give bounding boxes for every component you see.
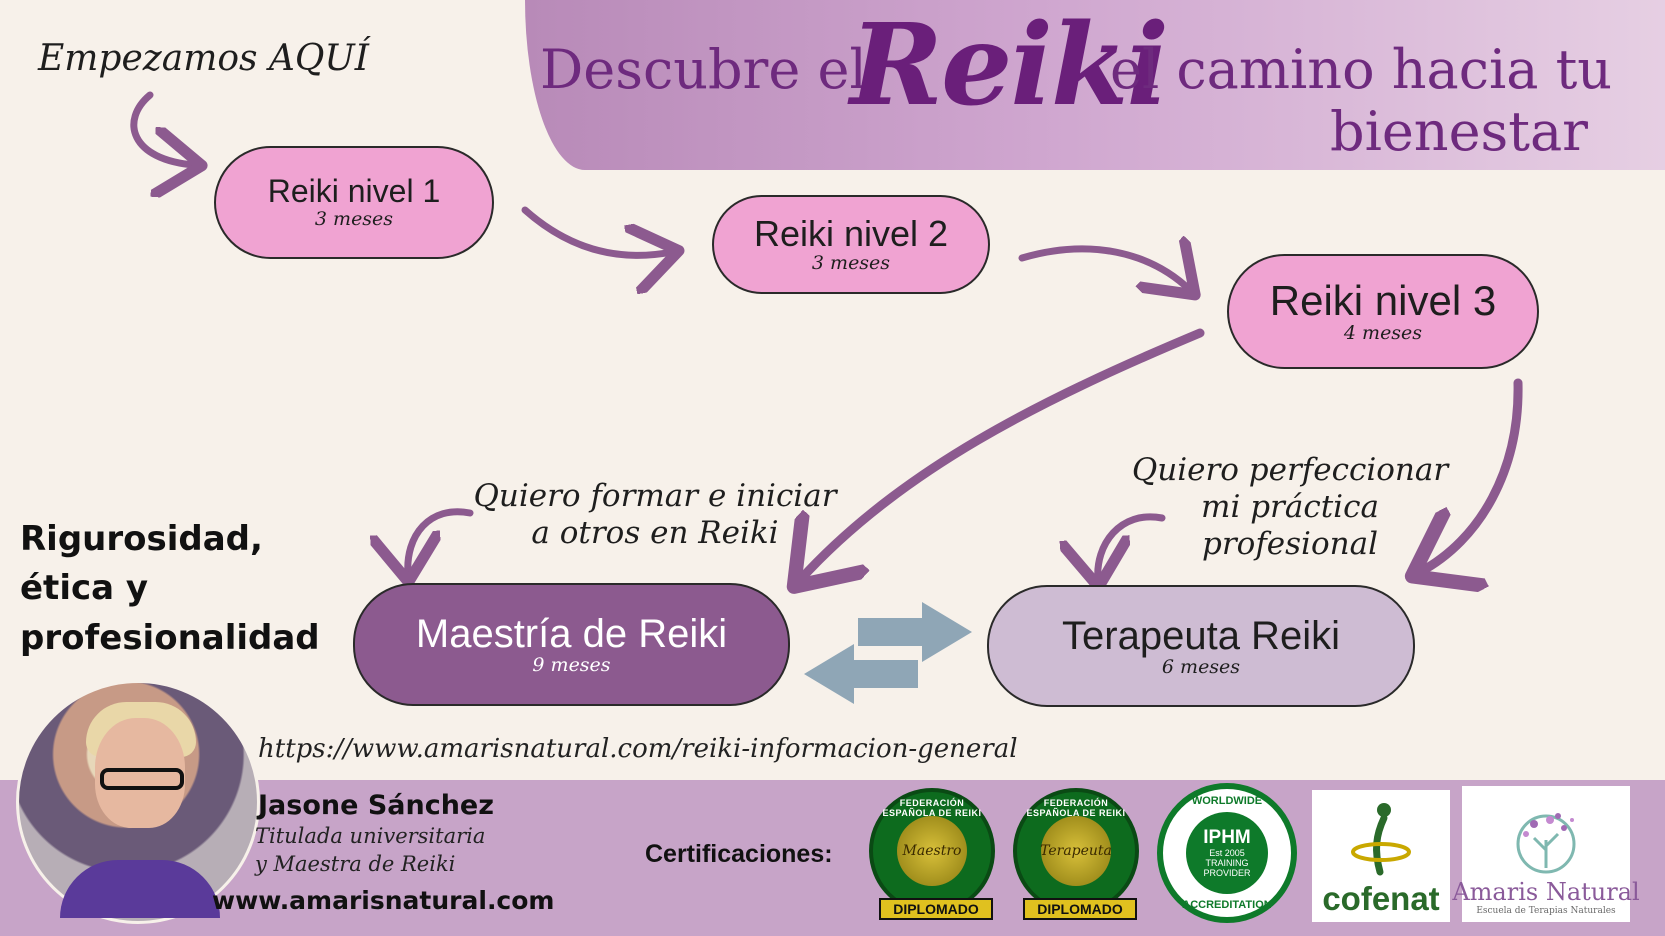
badge-ring-text: FEDERACIÓN ESPAÑOLA DE REIKI <box>882 798 982 818</box>
author-role-line: Titulada universitaria <box>255 824 486 848</box>
badge-center: Terapeuta <box>1040 816 1112 886</box>
note-line: a otros en Reiki <box>531 515 779 552</box>
badge-ribbon: DIPLOMADO <box>879 898 993 920</box>
amaris-tagline: Escuela de Terapias Naturales <box>1476 906 1616 916</box>
amaris-natural-logo: Amaris Natural Escuela de Terapias Natur… <box>1452 786 1640 922</box>
iphm-name: IPHM <box>1203 827 1251 849</box>
badge-center: Maestro <box>897 816 967 886</box>
note-therapist: Quiero perfeccionar mi práctica profesio… <box>1130 452 1450 564</box>
website-link[interactable]: www.amarisnatural.com <box>212 886 555 915</box>
step-duration: 6 meses <box>1161 655 1241 678</box>
iphm-accreditation-badge: WORLDWIDE IPHM Est 2005 TRAINING PROVIDE… <box>1157 783 1297 923</box>
title-highlight: Reiki <box>850 0 1169 131</box>
values-line: profesionalidad <box>20 617 320 658</box>
step-duration: 3 meses <box>314 207 394 230</box>
cofenat-figure-icon <box>1351 803 1411 876</box>
step-label: Terapeuta Reiki <box>1062 613 1340 658</box>
note-line: Quiero formar e iniciar <box>473 478 837 514</box>
author-role: Titulada universitaria y Maestra de Reik… <box>255 822 485 879</box>
fer-maestro-badge: FEDERACIÓN ESPAÑOLA DE REIKI Maestro DIP… <box>869 788 995 920</box>
author-role-line: y Maestra de Reiki <box>255 852 456 877</box>
iphm-line2: PROVIDER <box>1203 867 1251 878</box>
author-shirt <box>60 860 220 918</box>
arrow-level3-to-therapist <box>1420 378 1523 572</box>
arrow-level2-to-level3 <box>1018 249 1190 290</box>
note-line: mi práctica <box>1201 489 1379 526</box>
tree-icon <box>1516 813 1576 874</box>
author-face <box>95 718 185 828</box>
step-duration: 9 meses <box>532 654 611 677</box>
author-name: Jasone Sánchez <box>258 790 494 821</box>
amaris-name: Amaris Natural <box>1452 878 1640 906</box>
iphm-est: Est 2005 <box>1209 848 1245 859</box>
step-label: Reiki nivel 3 <box>1269 277 1497 324</box>
step-duration: 3 meses <box>811 251 891 274</box>
note-line: Quiero perfeccionar <box>1131 452 1449 488</box>
iphm-bottom-text: ACCREDITATION <box>1182 899 1272 911</box>
arrow-level1-to-level2 <box>521 206 672 255</box>
cofenat-word: cofenat <box>1322 880 1440 917</box>
step-reiki-level-1: Reiki nivel 1 3 meses <box>214 146 494 259</box>
exchange-arrows <box>804 602 972 704</box>
badge-ring-text: FEDERACIÓN ESPAÑOLA DE REIKI <box>1026 798 1126 818</box>
step-reiki-level-3: Reiki nivel 3 4 meses <box>1227 254 1539 369</box>
values-line: Rigurosidad, <box>20 519 263 559</box>
arrow-note-to-master <box>408 508 474 575</box>
arrow-start-to-level1 <box>130 91 195 165</box>
step-label: Maestría de Reiki <box>415 612 728 657</box>
title-part1: Descubre el <box>540 38 867 101</box>
cofenat-logo: cofenat <box>1312 790 1450 922</box>
badge-ribbon: DIPLOMADO <box>1023 898 1137 920</box>
step-duration: 4 meses <box>1343 322 1423 345</box>
iphm-top-text: WORLDWIDE <box>1191 795 1263 807</box>
step-terapeuta: Terapeuta Reiki 6 meses <box>987 585 1415 707</box>
values-text: Rigurosidad, ética y profesionalidad <box>20 515 320 663</box>
step-reiki-level-2: Reiki nivel 2 3 meses <box>712 195 990 294</box>
arrow-level3-to-master <box>800 328 1205 580</box>
title-part3: bienestar <box>1330 100 1588 163</box>
note-master: Quiero formar e iniciar a otros en Reiki <box>455 478 855 552</box>
step-label: Reiki nivel 1 <box>267 173 441 210</box>
step-label: Reiki nivel 2 <box>753 213 949 255</box>
note-line: profesional <box>1202 526 1378 563</box>
fer-terapeuta-badge: FEDERACIÓN ESPAÑOLA DE REIKI Terapeuta D… <box>1013 788 1139 920</box>
certifications-label: Certificaciones: <box>645 840 833 868</box>
step-maestria: Maestría de Reiki 9 meses <box>353 583 790 706</box>
iphm-line1: TRAINING <box>1205 858 1249 869</box>
header-banner <box>525 0 1665 170</box>
values-line: ética y <box>20 568 149 609</box>
info-url-link[interactable]: https://www.amarisnatural.com/reiki-info… <box>258 734 1018 764</box>
author-glasses <box>100 768 184 790</box>
start-label: Empezamos AQUÍ <box>38 38 369 79</box>
iphm-core: IPHM Est 2005 TRAINING PROVIDER <box>1186 812 1268 894</box>
title-part2: el camino hacia tu <box>1110 38 1613 101</box>
arrow-note-to-therapist <box>1098 513 1166 580</box>
